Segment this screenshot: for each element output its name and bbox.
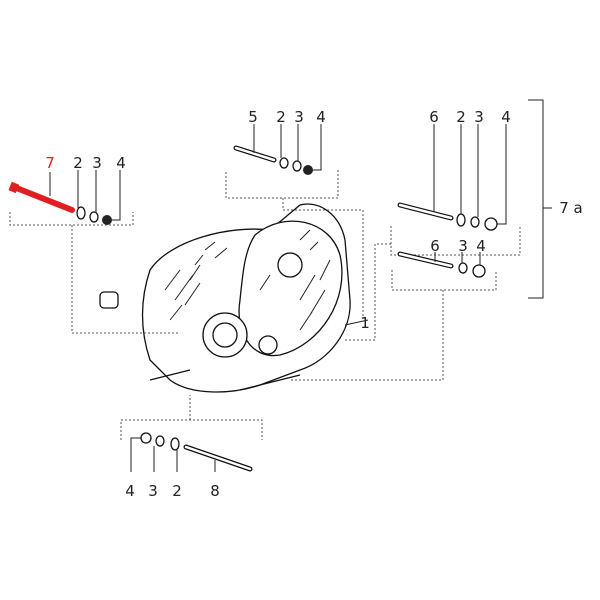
label-part-3: 3 <box>474 108 484 126</box>
label-part-7[interactable]: 7 <box>45 154 55 172</box>
label-part-4: 4 <box>116 154 126 172</box>
part-group-bottom <box>120 395 263 472</box>
label-part-6: 6 <box>429 108 439 126</box>
label-part-4: 4 <box>316 108 326 126</box>
nut-4[interactable] <box>102 215 112 225</box>
kit-bracket <box>528 99 552 299</box>
label-part-2: 2 <box>276 108 286 126</box>
label-part-3: 3 <box>294 108 304 126</box>
part-group-right-upper <box>345 124 521 341</box>
label-part-2: 2 <box>172 482 182 500</box>
label-part-5: 5 <box>248 108 258 126</box>
part-group-top-middle <box>225 124 364 318</box>
bolt-7-highlighted[interactable] <box>11 184 75 213</box>
label-part-4: 4 <box>125 482 135 500</box>
crankcase-housing <box>99 203 369 393</box>
label-part-6: 6 <box>430 237 440 255</box>
label-part-3: 3 <box>458 237 468 255</box>
housing-label: 1 <box>360 314 370 332</box>
lock-washer-3[interactable] <box>89 211 99 223</box>
part-group-top-left <box>8 170 180 334</box>
washer-2[interactable] <box>76 206 86 220</box>
label-part-2: 2 <box>456 108 466 126</box>
label-part-8: 8 <box>210 482 220 500</box>
label-part-3: 3 <box>148 482 158 500</box>
label-part-4: 4 <box>476 237 486 255</box>
label-kit-7a: 7 a <box>559 199 583 217</box>
part-group-right-lower <box>290 251 497 381</box>
label-part-4: 4 <box>501 108 511 126</box>
label-part-2: 2 <box>73 154 83 172</box>
label-part-3: 3 <box>92 154 102 172</box>
